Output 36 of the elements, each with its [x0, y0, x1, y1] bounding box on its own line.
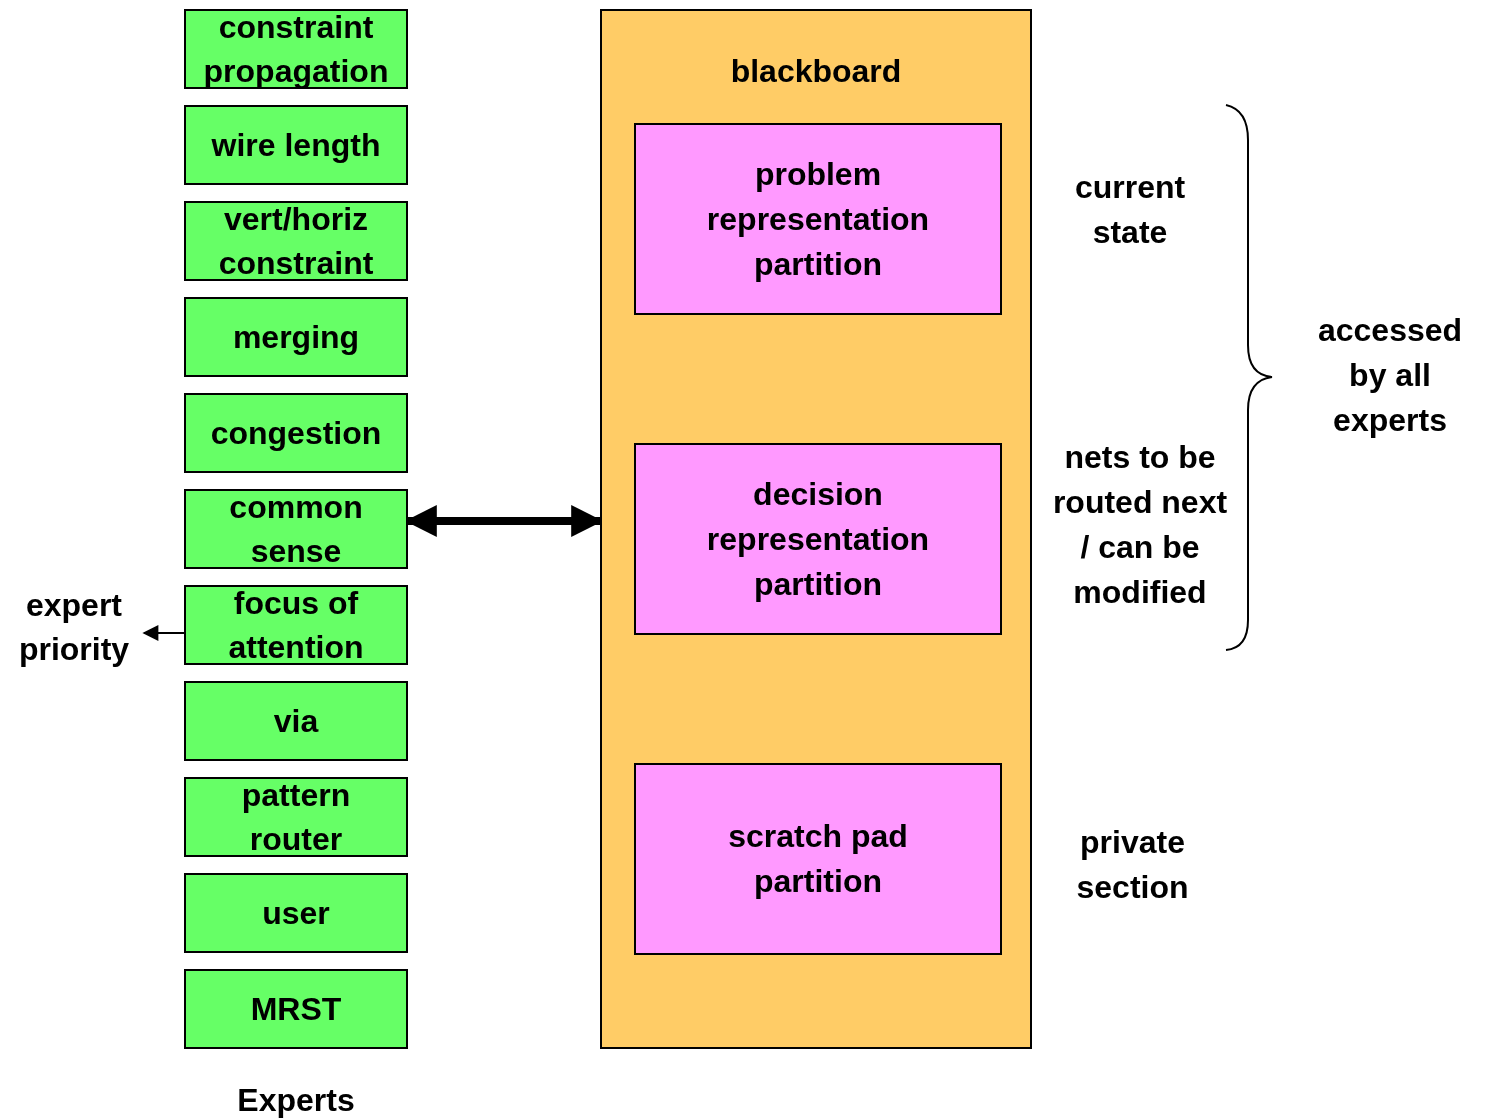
expert-box — [184, 201, 408, 281]
expert-priority-label: expert priority — [4, 582, 144, 672]
partition-box — [634, 763, 1002, 955]
box-label: scratch pad partition — [727, 817, 909, 901]
expert-box — [184, 105, 408, 185]
partition-box — [634, 123, 1002, 315]
expert-box — [184, 969, 408, 1049]
expert-box — [184, 681, 408, 761]
expert-box — [184, 9, 408, 89]
box-label: focus of attention — [227, 584, 365, 667]
box-label: congestion — [210, 414, 382, 453]
expert-box — [184, 393, 408, 473]
text-label: private section — [1075, 823, 1190, 907]
text-label: accessed by all experts — [1316, 311, 1464, 440]
text-label: nets to be routed next / can be modified — [1051, 438, 1229, 612]
expert-box — [184, 489, 408, 569]
box-label: blackboard — [730, 52, 902, 91]
box-label: via — [273, 702, 319, 741]
expert-box — [184, 777, 408, 857]
blackboard-panel — [600, 9, 1032, 1049]
box-label: MRST — [250, 990, 342, 1029]
box-label: pattern router — [240, 776, 352, 859]
box-label: merging — [232, 318, 360, 357]
expert-box — [184, 873, 408, 953]
expert-box — [184, 585, 408, 665]
text-label: Experts — [236, 1081, 356, 1120]
text-label: current state — [1073, 168, 1187, 252]
arrow — [142, 625, 185, 641]
partition-box — [634, 443, 1002, 635]
box-label: user — [262, 894, 330, 933]
box-label: wire length — [211, 126, 381, 165]
box-label: constraint propagation — [203, 8, 389, 91]
expert-box — [184, 297, 408, 377]
box-label: vert/horiz constraint — [217, 200, 375, 283]
box-label: decision representation partition — [705, 474, 931, 604]
box-label: problem representation partition — [705, 154, 931, 284]
